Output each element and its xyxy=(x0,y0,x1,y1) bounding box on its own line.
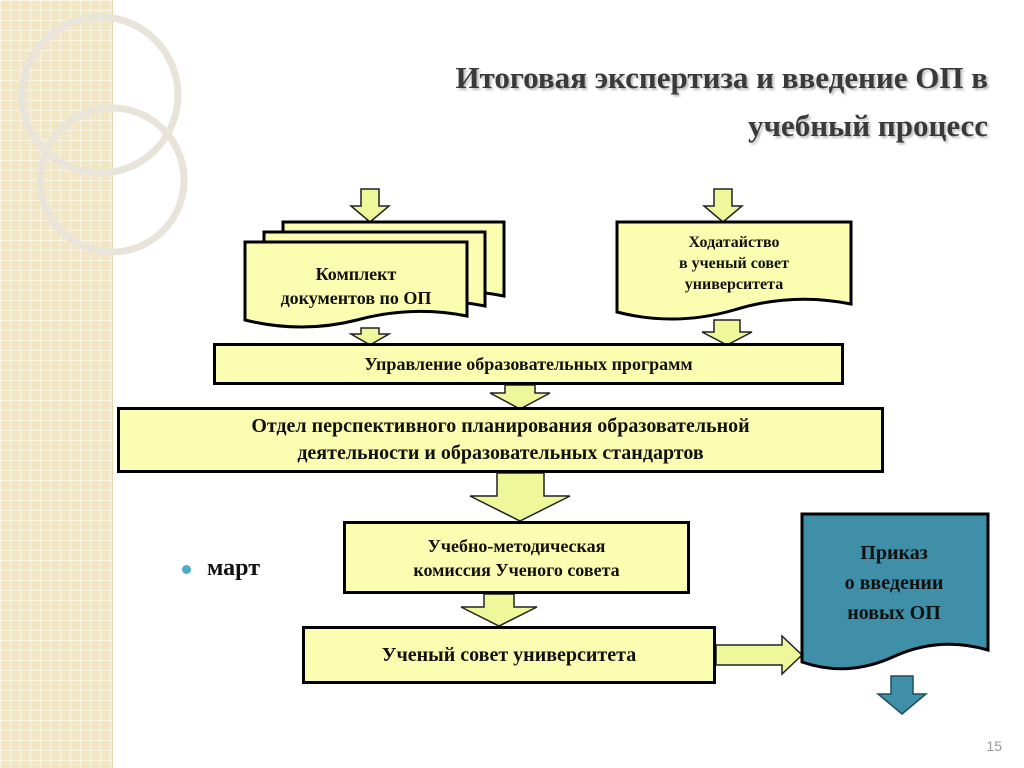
order-label-line-2: о введении xyxy=(844,572,944,594)
academic-council-box: Ученый совет университета xyxy=(302,626,716,684)
methodical-commission-line-1: Учебно-методическая xyxy=(427,535,606,556)
petition-label-line-3: университета xyxy=(684,276,784,293)
decorative-sidebar xyxy=(0,0,113,768)
order-label: Приказ о введении новых ОП xyxy=(812,538,976,628)
arrow-commission-to-council xyxy=(460,593,538,627)
planning-department-box: Отдел перспективного планирования образо… xyxy=(117,407,884,473)
order-document-shape xyxy=(800,512,990,671)
slide-title-line-2: учебный процесс xyxy=(747,108,988,143)
bullet-dot-icon xyxy=(182,564,191,574)
program-management-label: Управление образовательных программ xyxy=(364,354,693,374)
order-label-line-3: новых ОП xyxy=(847,602,941,624)
order-label-line-1: Приказ xyxy=(860,542,928,564)
petition-label: Ходатайство в ученый совет университета xyxy=(617,232,851,295)
page-number: 15 xyxy=(986,738,1002,754)
planning-department-line-1: Отдел перспективного планирования образо… xyxy=(251,415,750,437)
methodical-commission-line-2: комиссия Ученого совета xyxy=(413,559,620,580)
arrow-petition-to-management xyxy=(701,319,753,346)
slide-title: Итоговая экспертиза и введение ОП в учеб… xyxy=(228,54,988,150)
petition-label-line-2: в ученый совет xyxy=(679,255,789,272)
arrow-out-of-order xyxy=(875,675,929,715)
petition-document-shape xyxy=(615,220,853,321)
arrow-management-to-department xyxy=(489,384,551,410)
bullet-text: март xyxy=(207,555,261,581)
arrow-department-to-commission xyxy=(469,472,571,522)
bullet-item: март xyxy=(182,555,260,582)
arrow-into-petition xyxy=(701,188,745,223)
planning-department-line-2: деятельности и образовательных стандарто… xyxy=(297,442,704,464)
arrow-into-documents xyxy=(348,188,392,223)
documents-page-front xyxy=(243,240,469,329)
arrow-documents-to-management xyxy=(348,327,392,346)
slide-title-line-1: Итоговая экспертиза и введение ОП в xyxy=(455,60,988,95)
academic-council-label: Ученый совет университета xyxy=(381,643,637,666)
arrow-council-to-order xyxy=(715,634,804,676)
methodical-commission-box: Учебно-методическая комиссия Ученого сов… xyxy=(343,521,690,594)
documents-label: Комплект документов по ОП xyxy=(245,262,467,310)
documents-label-line-2: документов по ОП xyxy=(280,288,432,308)
documents-label-line-1: Комплект xyxy=(315,264,397,284)
petition-label-line-1: Ходатайство xyxy=(688,234,780,251)
program-management-box: Управление образовательных программ xyxy=(213,343,844,385)
